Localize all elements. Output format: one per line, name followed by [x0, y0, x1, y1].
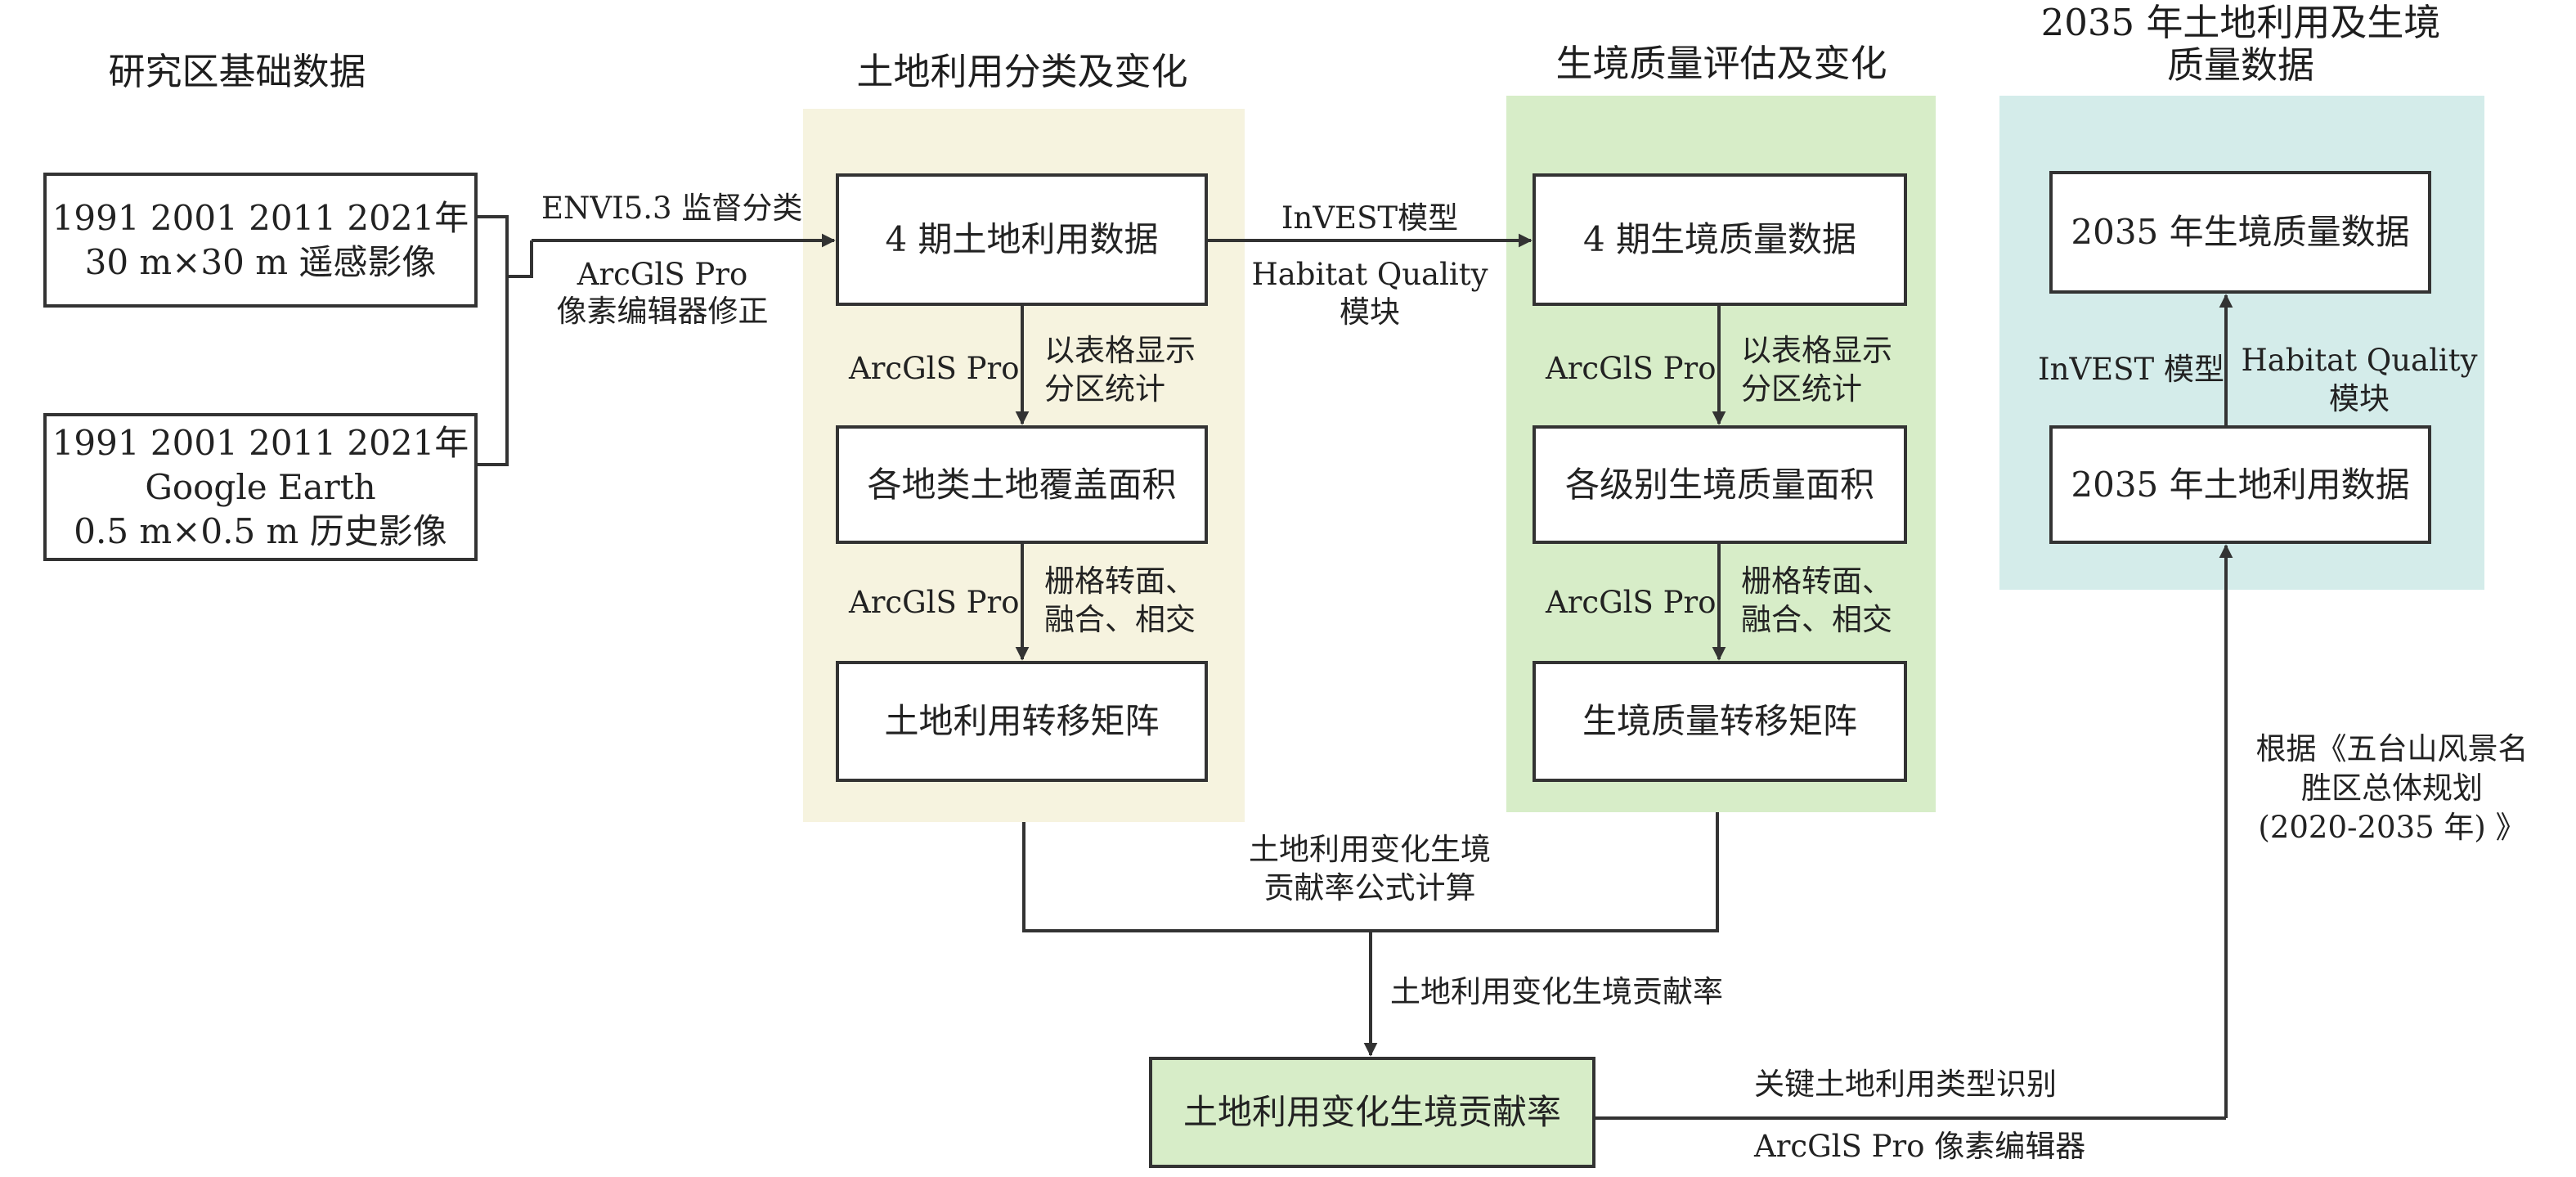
lu-arcgis-label-2: ArcGlS Pro — [849, 585, 1020, 620]
formula-label-1: 土地利用变化生境 — [1249, 832, 1491, 867]
rs-images-line1: 1991 2001 2011 2021年 — [52, 197, 469, 238]
lu-table-label-1: 以表格显示 — [1044, 333, 1196, 368]
contrib-arrow-label: 土地利用变化生境贡献率 — [1390, 974, 1723, 1009]
landuse-2035-text: 2035 年土地利用数据 — [2071, 464, 2410, 505]
habitat-2035-text: 2035 年生境质量数据 — [2071, 212, 2410, 252]
habitat-4-text: 4 期生境质量数据 — [1582, 219, 1857, 259]
ge-images-box: 1991 2001 2011 2021年 Google Earth 0.5 m×… — [43, 413, 478, 561]
lu-arcgis-label-1: ArcGlS Pro — [849, 351, 1020, 386]
arcgis-fix-label-2: 像素编辑器修正 — [556, 294, 769, 329]
plan-label-3: (2020-2035 年) 》 — [2258, 810, 2526, 845]
contribution-text: 土地利用变化生境贡献率 — [1183, 1092, 1561, 1132]
hb-arcgis-label-2: ArcGlS Pro — [1546, 585, 1717, 620]
habitat-4-box: 4 期生境质量数据 — [1533, 173, 1907, 306]
invest2-label: InVEST 模型 — [2038, 352, 2224, 387]
landuse-matrix-text: 土地利用转移矩阵 — [884, 701, 1160, 741]
hb-table-label-2: 分区统计 — [1741, 371, 1862, 407]
habitat-matrix-box: 生境质量转移矩阵 — [1533, 661, 1907, 782]
hq-module2-label-2: 模块 — [2329, 381, 2390, 416]
key-type-label: 关键土地利用类型识别 — [1754, 1067, 2057, 1102]
lu-raster-label-1: 栅格转面、 — [1044, 564, 1196, 599]
hb-arcgis-label-1: ArcGlS Pro — [1546, 351, 1717, 386]
plan-label-1: 根据《五台山风景名 — [2255, 731, 2529, 766]
hb-table-label-1: 以表格显示 — [1741, 333, 1892, 368]
landuse-4-box: 4 期土地利用数据 — [836, 173, 1208, 306]
landuse-area-box: 各地类土地覆盖面积 — [836, 425, 1208, 544]
column-title-future-1: 2035 年土地利用及生境 — [2040, 1, 2441, 44]
hq-module2-label-1: Habitat Quality — [2241, 343, 2478, 378]
column-title-habitat: 生境质量评估及变化 — [1555, 42, 1887, 85]
merge-line — [507, 240, 533, 278]
column-title-landuse: 土地利用分类及变化 — [856, 50, 1188, 93]
landuse-area-text: 各地类土地覆盖面积 — [867, 464, 1177, 505]
lu-raster-label-2: 融合、相交 — [1044, 602, 1196, 637]
ge-images-line2: Google Earth — [145, 466, 376, 507]
hq-module-label-1: Habitat Quality — [1251, 257, 1488, 292]
ge-images-line1: 1991 2001 2011 2021年 — [52, 422, 469, 463]
invest-label: InVEST模型 — [1281, 200, 1459, 236]
habitat-area-text: 各级别生境质量面积 — [1564, 464, 1874, 505]
envi-label: ENVI5.3 监督分类 — [541, 191, 803, 226]
habitat-matrix-text: 生境质量转移矩阵 — [1582, 701, 1857, 741]
column-title-future-2: 质量数据 — [2166, 43, 2314, 87]
arcgis-editor-label: ArcGlS Pro 像素编辑器 — [1754, 1129, 2086, 1164]
rs-images-line2: 30 m×30 m 遥感影像 — [84, 241, 437, 282]
hb-raster-label-1: 栅格转面、 — [1741, 564, 1892, 599]
landuse-matrix-box: 土地利用转移矩阵 — [836, 661, 1208, 782]
column-title-base: 研究区基础数据 — [108, 50, 366, 93]
habitat-area-box: 各级别生境质量面积 — [1533, 425, 1907, 544]
contribution-box: 土地利用变化生境贡献率 — [1149, 1057, 1595, 1168]
hq-module-label-2: 模块 — [1340, 294, 1400, 330]
bracket-line — [478, 215, 509, 466]
rs-images-box: 1991 2001 2011 2021年 30 m×30 m 遥感影像 — [43, 173, 478, 308]
landuse-2035-box: 2035 年土地利用数据 — [2049, 425, 2431, 544]
landuse-4-text: 4 期土地利用数据 — [885, 219, 1159, 259]
lu-table-label-2: 分区统计 — [1044, 371, 1165, 407]
plan-label-2: 胜区总体规划 — [2301, 770, 2483, 806]
formula-label-2: 贡献率公式计算 — [1263, 870, 1476, 905]
hb-raster-label-2: 融合、相交 — [1741, 602, 1892, 637]
ge-images-line3: 0.5 m×0.5 m 历史影像 — [74, 510, 447, 551]
arcgis-fix-label-1: ArcGlS Pro — [577, 257, 748, 292]
habitat-2035-box: 2035 年生境质量数据 — [2049, 171, 2431, 294]
